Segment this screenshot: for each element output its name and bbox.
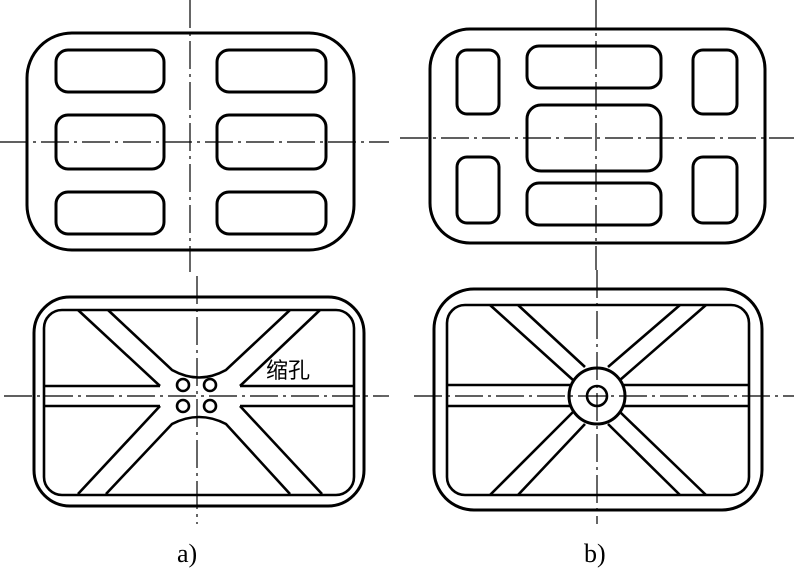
pocket [525, 44, 663, 90]
diagonal-rib-edge [619, 411, 707, 496]
subfigure-label-a: a) [177, 539, 197, 568]
plate-outline [428, 27, 767, 245]
diagonal-rib-edge [607, 423, 681, 496]
subfigure-label-b: b) [584, 539, 606, 568]
pocket [691, 155, 739, 225]
pocket [54, 190, 166, 236]
bottom-right-plate [414, 270, 794, 524]
plate-inner-outline [42, 308, 356, 497]
diagonal-rib-edge [619, 304, 707, 381]
pocket [455, 155, 501, 225]
pocket [215, 190, 328, 236]
pocket [691, 48, 739, 116]
plate-outer-outline [32, 295, 366, 508]
diagonal-rib-edge [77, 405, 161, 495]
shrink-hole [175, 398, 191, 414]
diagonal-rib-edge [105, 415, 291, 495]
diagonal-rib-edge [77, 309, 161, 387]
shrink-hole [175, 377, 191, 393]
top-left-plate [0, 0, 389, 272]
diagonal-rib-edge [489, 304, 574, 381]
plate-inner-outline [445, 303, 751, 497]
diagonal-rib-edge [517, 304, 586, 368]
diagonal-rib-edge [607, 304, 681, 368]
pocket [525, 181, 663, 227]
plate-outer-outline [432, 287, 764, 512]
diagonal-rib-edge [107, 309, 291, 379]
pocket [215, 48, 328, 94]
diagonal-rib-edge [517, 423, 586, 496]
shrink-hole-label: 缩孔 [266, 359, 310, 384]
diagonal-rib-edge [239, 405, 323, 495]
diagonal-rib-edge [239, 309, 321, 387]
diagonal-rib-edge [489, 411, 574, 496]
pocket [455, 48, 501, 116]
bottom-left-plate: 缩孔 [4, 276, 389, 524]
shrink-hole [202, 377, 218, 393]
shrink-hole [202, 398, 218, 414]
pocket [54, 48, 166, 94]
top-right-plate [400, 0, 794, 270]
